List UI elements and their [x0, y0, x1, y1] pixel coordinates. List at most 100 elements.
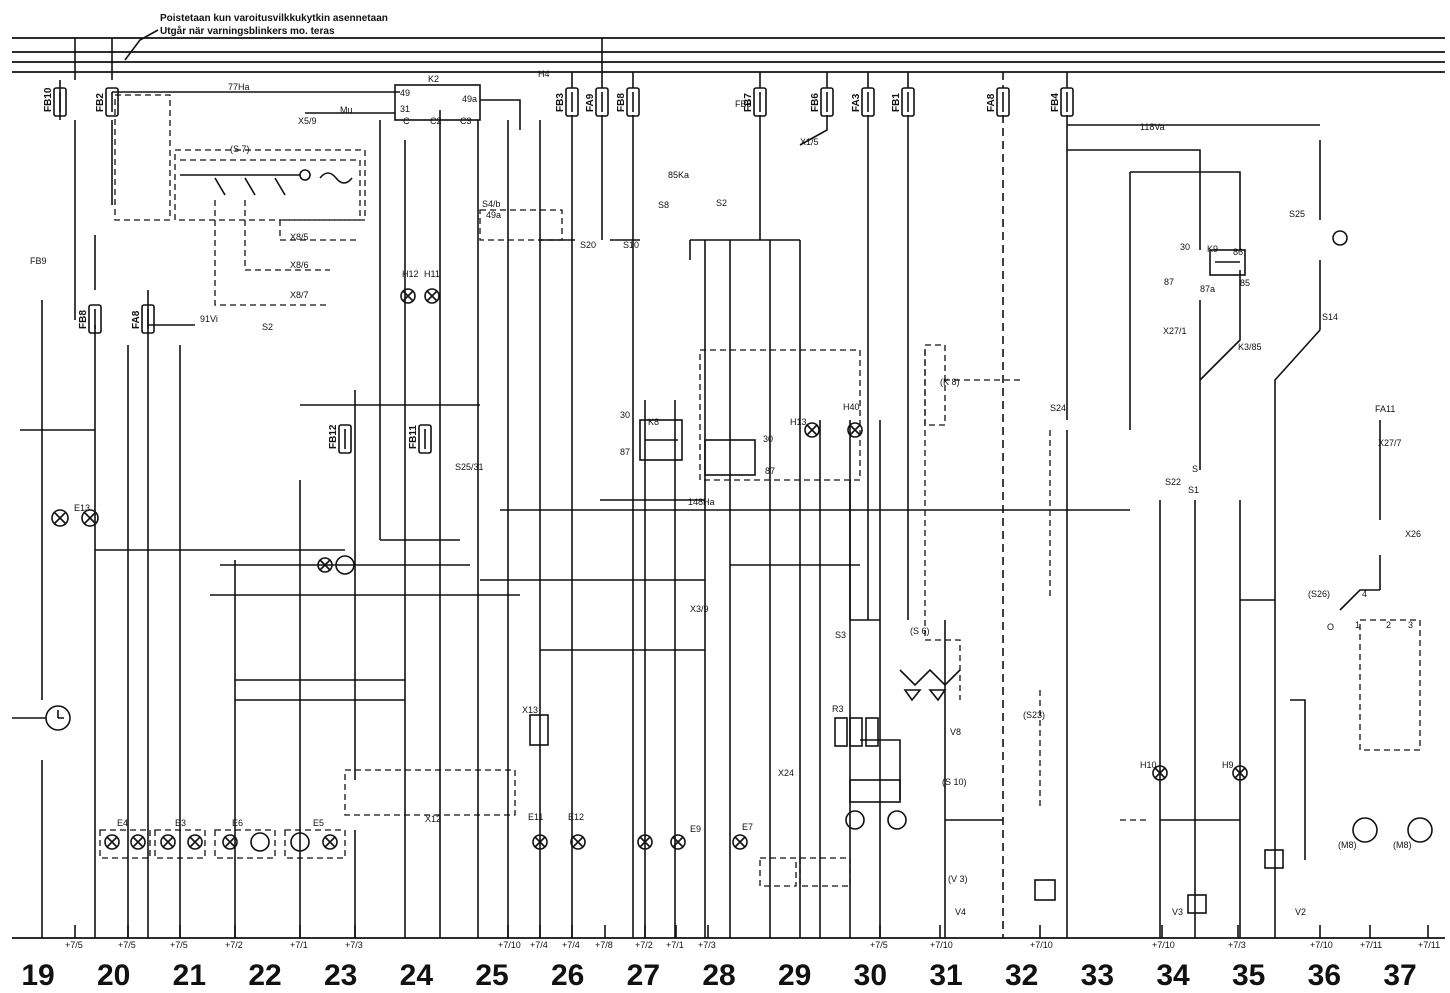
component-label: (S 6) [910, 626, 930, 636]
switch-s7 [174, 149, 366, 221]
component-label: S25/31 [455, 462, 484, 472]
component-label: E4 [117, 818, 128, 828]
component-label: V2 [1295, 907, 1306, 917]
component-label: 49a [462, 94, 477, 104]
component-label: K8 [648, 417, 659, 427]
fuse-fb6: FB6 [810, 87, 834, 117]
component-label: V8 [950, 727, 961, 737]
ground-point: +7/5 [170, 925, 188, 950]
component-label: 49a [486, 210, 501, 220]
fuse-label: FA8 [986, 93, 997, 112]
component-label: E11 [528, 812, 543, 822]
column-number: 22 [248, 959, 281, 992]
component-label: C [403, 116, 410, 126]
ground-label: +7/11 [1360, 940, 1382, 950]
clock-motor [12, 705, 71, 731]
component-label: 2 [1386, 620, 1391, 630]
ground-point: +7/3 [1228, 925, 1246, 950]
component-label: H40 [843, 402, 860, 412]
component-label: S2 [716, 198, 727, 208]
component-label: X27/1 [1163, 326, 1187, 336]
column-number: 28 [702, 959, 735, 992]
ground-label: +7/4 [530, 940, 548, 950]
component-label: 87 [620, 447, 630, 457]
relay-k9 [1209, 249, 1246, 276]
component-label: FB9 [30, 256, 47, 266]
note-leader [124, 29, 159, 61]
component-label: X13 [522, 705, 538, 715]
lamps [104, 230, 1348, 852]
component-label: FA11 [1375, 404, 1395, 414]
component-label: X26 [1405, 529, 1421, 539]
component-label: K9 [1207, 244, 1218, 254]
component-label: 87 [765, 466, 775, 476]
relay-k [704, 439, 756, 476]
column-number: 34 [1156, 959, 1190, 992]
ground-label: +7/2 [225, 940, 243, 950]
component-label: H13 [790, 417, 807, 427]
component-label: 87 [1164, 277, 1174, 287]
component-label: K3/85 [1238, 342, 1262, 352]
fuse-fb1: FB1 [891, 87, 915, 117]
column-number: 26 [551, 959, 584, 992]
ground-point: +7/3 [698, 925, 716, 950]
column-number: 21 [173, 959, 206, 992]
component-label: X8/6 [290, 260, 309, 270]
ground-label: +7/4 [562, 940, 580, 950]
column-number: 32 [1005, 959, 1038, 992]
component-label: E6 [232, 818, 243, 828]
fuse-label: FB6 [810, 93, 821, 112]
component-label: E7 [742, 822, 753, 832]
component-label: 86 [1233, 247, 1243, 257]
component-label: S3 [835, 630, 846, 640]
component-label: S25 [1289, 209, 1305, 219]
component-label: E13 [74, 503, 90, 513]
component-label: X24 [778, 768, 794, 778]
component-label: S8 [658, 200, 669, 210]
connector-x12 [344, 769, 516, 816]
ground-label: +7/5 [170, 940, 188, 950]
ground-point: +7/3 [345, 925, 363, 950]
component-label: (K 8) [940, 377, 960, 387]
component-label: 77Ha [228, 82, 250, 92]
motor-m8 [1339, 589, 1433, 843]
fuse-fb8: FB8 [78, 304, 102, 334]
column-number: 33 [1081, 959, 1114, 992]
column-number: 37 [1383, 959, 1416, 992]
horizontal-wires [20, 91, 1321, 860]
column-number: 31 [929, 959, 962, 992]
ground-label: +7/10 [1310, 940, 1333, 950]
component-label: 3 [1408, 620, 1413, 630]
fuse-fb7: FB7 [743, 87, 767, 117]
fuse-fa8: FA8 [131, 304, 155, 334]
ground-label: +7/3 [345, 940, 363, 950]
component-label: 30 [620, 410, 630, 420]
power-bus [12, 37, 1445, 73]
component-label: E9 [690, 824, 701, 834]
column-number: 25 [475, 959, 508, 992]
fuse-label: FB10 [43, 87, 54, 112]
component-label: X8/5 [290, 232, 309, 242]
ground-point: +7/10 [930, 925, 953, 950]
ground-label: +7/5 [118, 940, 136, 950]
ground-label: +7/8 [595, 940, 613, 950]
component-label: R3 [832, 704, 844, 714]
component-label: (S 7) [230, 144, 250, 154]
fuse-fb10: FB10 [43, 87, 67, 117]
ground-point: +7/1 [290, 925, 308, 950]
fuse-label: FA3 [851, 93, 862, 112]
component-label: E3 [175, 818, 186, 828]
component-label: X27/7 [1378, 438, 1402, 448]
fuse-fb3: FB3 [555, 87, 579, 117]
component-label: 87a [1200, 284, 1215, 294]
ground-label: +7/5 [870, 940, 888, 950]
note-line-1: Poistetaan kun varoitusvilkkukytkin asen… [160, 13, 388, 24]
component-label: (V 3) [948, 874, 968, 884]
ground-point: +7/5 [118, 925, 136, 950]
ground-label: +7/5 [65, 940, 83, 950]
component-label: 85Ka [668, 170, 689, 180]
component-label: E5 [313, 818, 324, 828]
column-number: 36 [1308, 959, 1341, 992]
component-label: (S23) [1023, 710, 1045, 720]
component-label: H9 [1222, 760, 1234, 770]
